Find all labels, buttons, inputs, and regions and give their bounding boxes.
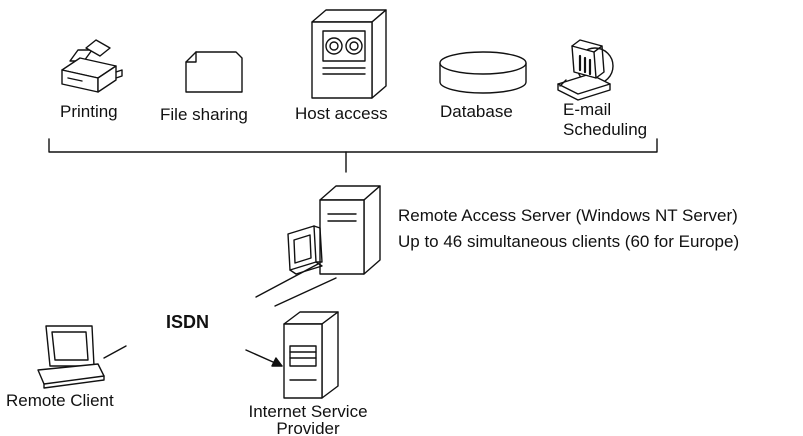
scheduling-label: Scheduling [563, 120, 648, 139]
laptop-icon [37, 325, 127, 389]
host-computer-icon [311, 9, 387, 99]
resource-bus [48, 138, 658, 173]
printer-icon [61, 39, 123, 93]
email-scheduling-icon [557, 39, 614, 101]
printing-label: Printing [60, 102, 118, 121]
isp-label-line1: Internet Service [248, 402, 368, 421]
isdn-links [255, 263, 337, 307]
access-server-icon [287, 185, 381, 275]
folder-icon [185, 51, 243, 93]
remote-client-label: Remote Client [6, 391, 114, 410]
server-title: Remote Access Server (Windows NT Server) [398, 206, 738, 225]
host-access-label: Host access [295, 104, 388, 123]
server-capacity: Up to 46 simultaneous clients (60 for Eu… [398, 232, 740, 251]
isp-arrow [245, 349, 283, 367]
isp-server-icon [283, 311, 339, 399]
isdn-label: ISDN [166, 312, 210, 332]
database-icon [439, 51, 527, 94]
email-label: E-mail [563, 100, 612, 119]
isp-label-line2: Provider [276, 419, 340, 436]
database-label: Database [440, 102, 513, 121]
file-sharing-label: File sharing [160, 105, 248, 124]
